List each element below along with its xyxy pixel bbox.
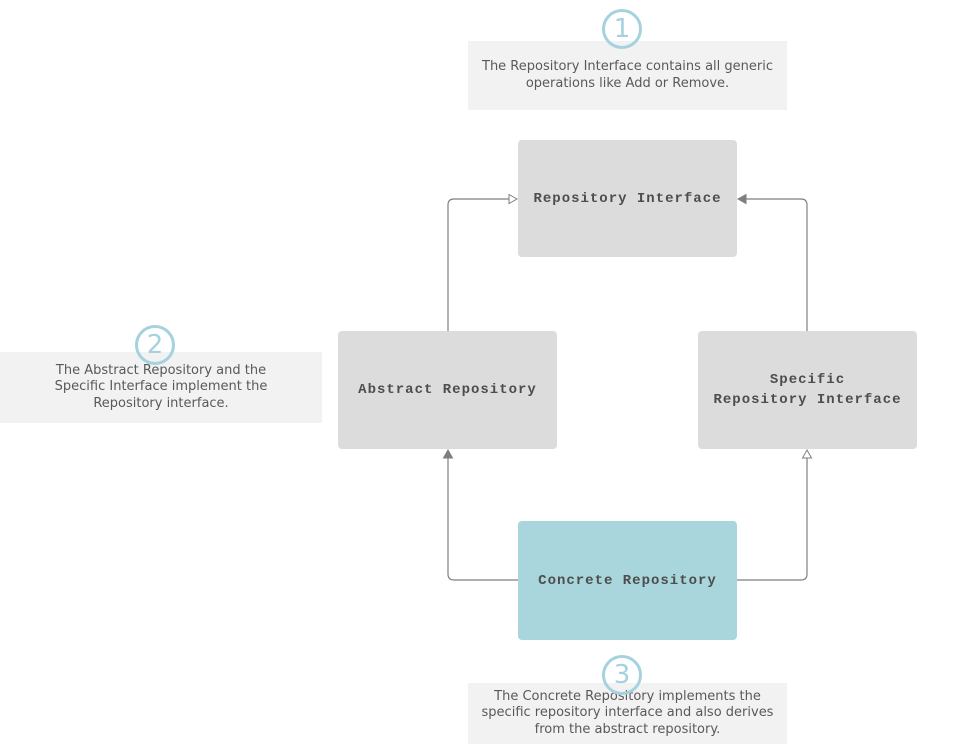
annotation-text: The Abstract Repository and the Specific… [54, 362, 268, 411]
annotation-badge-1: 1 [602, 9, 642, 49]
node-repository-interface: Repository Interface [518, 140, 737, 257]
badge-number: 2 [146, 330, 164, 360]
connector-concrete-to-specific [737, 448, 813, 581]
node-label: Specific Repository Interface [713, 372, 902, 408]
node-label: Abstract Repository [358, 382, 537, 398]
annotation-text: The Concrete Repository implements the s… [481, 688, 774, 737]
connector-abstract-to-interface [447, 193, 519, 331]
node-concrete-repository: Concrete Repository [518, 521, 737, 640]
badge-number: 3 [613, 660, 631, 690]
annotation-badge-2: 2 [135, 325, 175, 365]
open-arrowhead-icon [508, 193, 519, 205]
open-arrowhead-icon [801, 448, 813, 459]
node-abstract-repository: Abstract Repository [338, 331, 557, 449]
connector-specific-to-interface [736, 193, 808, 331]
annotation-text: The Repository Interface contains all ge… [482, 59, 773, 91]
filled-arrowhead-icon [736, 193, 747, 205]
node-label: Repository Interface [533, 190, 722, 207]
node-label: Concrete Repository [538, 572, 717, 589]
badge-number: 1 [613, 14, 631, 44]
node-specific-repository-interface: Specific Repository Interface [698, 331, 917, 449]
annotation-1: The Repository Interface contains all ge… [468, 41, 787, 110]
connector-concrete-to-abstract [442, 448, 518, 581]
annotation-badge-3: 3 [602, 655, 642, 695]
filled-arrowhead-icon [442, 448, 454, 459]
